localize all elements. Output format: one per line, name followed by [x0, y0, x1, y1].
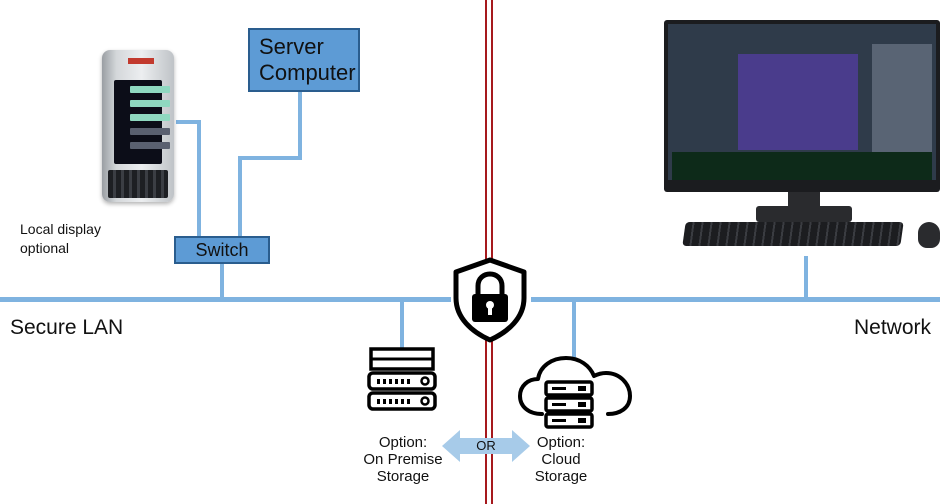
- server-computer-box: Server Computer: [248, 28, 360, 92]
- device-screen-button: [130, 128, 170, 135]
- on-premise-label-line1: Option:: [378, 434, 428, 451]
- on-premise-storage-label: Option: On Premise Storage: [350, 434, 456, 485]
- on-premise-label-line2: On Premise: [363, 451, 443, 468]
- monitor-foot: [756, 206, 852, 222]
- switch-box: Switch: [174, 236, 270, 264]
- cloud-link: [572, 300, 576, 360]
- local-display-label-line2: optional: [20, 240, 70, 256]
- local-display-label: Local display optional: [20, 220, 101, 258]
- mouse: [918, 222, 940, 248]
- cloud-storage-label: Option: Cloud Storage: [524, 434, 598, 485]
- shield-lock-icon: [453, 257, 527, 343]
- secure-lan-bus: [0, 297, 451, 302]
- server-label-line2: Computer: [259, 60, 356, 85]
- double-arrow-icon: [442, 430, 530, 462]
- cloud-label-line3: Storage: [534, 468, 588, 485]
- cloud-label-line2: Cloud: [541, 451, 581, 468]
- device-screen-button: [130, 100, 170, 107]
- device-link-h: [176, 120, 200, 124]
- monitor-link: [804, 256, 808, 300]
- divider-line-left: [485, 0, 487, 504]
- secure-lan-label: Secure LAN: [10, 316, 124, 339]
- device-base: [108, 170, 168, 198]
- network-bus: [531, 297, 940, 302]
- switch-to-lan-line: [220, 262, 224, 298]
- server-link-v2: [238, 156, 242, 238]
- switch-label: Switch: [195, 240, 249, 260]
- monitor-plot-area: [738, 54, 858, 150]
- monitor-stand: [788, 192, 820, 210]
- server-rack-icon: [367, 347, 437, 411]
- server-link-v1: [298, 90, 302, 158]
- workstation-monitor: [664, 20, 940, 192]
- local-display-label-line1: Local display: [20, 221, 101, 237]
- monitor-lower-plots: [672, 152, 932, 180]
- server-link-h: [238, 156, 302, 160]
- cloud-label-line1: Option:: [536, 434, 586, 451]
- device-screen-button: [130, 142, 170, 149]
- device-screen-button: [130, 86, 170, 93]
- monitor-side-panel: [872, 44, 932, 164]
- onprem-link: [400, 300, 404, 350]
- divider-line-right: [491, 0, 493, 504]
- device-link-v: [197, 120, 201, 238]
- device-screen: [114, 80, 170, 164]
- server-label-line1: Server: [259, 34, 324, 59]
- on-premise-label-line3: Storage: [376, 468, 430, 485]
- device-screen-button: [130, 114, 170, 121]
- local-display-device: [102, 50, 174, 202]
- keyboard: [682, 222, 904, 246]
- or-label: OR: [476, 438, 496, 453]
- monitor-screen: [668, 24, 936, 180]
- device-logo: [128, 58, 154, 64]
- network-label: Network: [854, 316, 932, 339]
- cloud-server-icon: [518, 356, 632, 429]
